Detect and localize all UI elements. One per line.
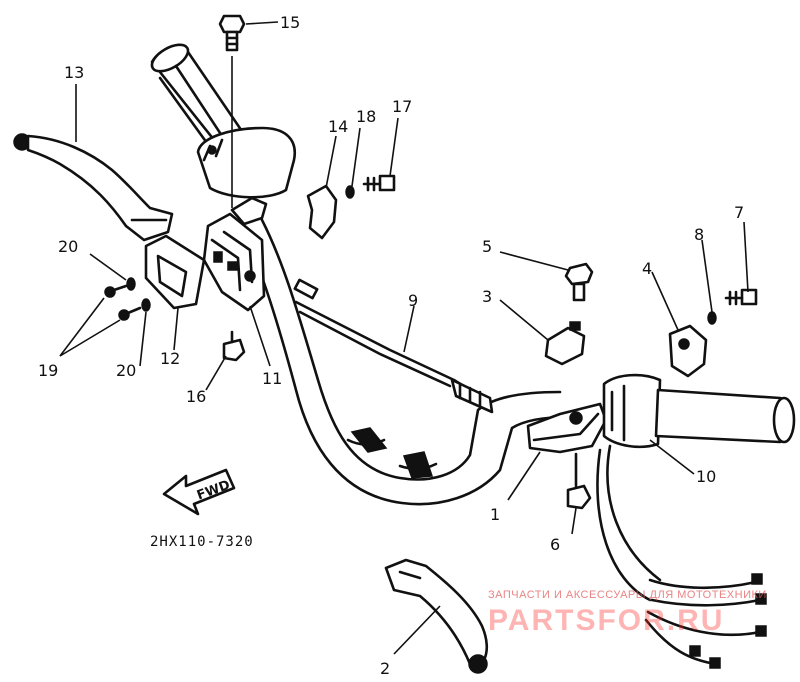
throttle-10: [596, 373, 796, 602]
nut-6: [566, 452, 592, 510]
callout-10: 10: [696, 467, 716, 486]
callout-13: 13: [64, 63, 84, 82]
screw-17: [362, 174, 396, 192]
callout-5: 5: [482, 237, 492, 256]
clutch-lever-13: [13, 133, 174, 242]
screws-19: [104, 284, 142, 321]
callout-8: 8: [694, 225, 704, 244]
watermark-caption: ЗАПЧАСТИ И АКСЕССУАРЫ ДЛЯ МОТОТЕХНИКИ: [488, 589, 767, 601]
callout-7: 7: [734, 203, 744, 222]
bolt-15: [218, 14, 246, 52]
callout-1: 1: [490, 505, 500, 524]
nut-16: [222, 330, 246, 362]
bolt-5: [564, 262, 594, 302]
wire-harness: [644, 573, 767, 669]
callout-4: 4: [642, 259, 652, 278]
callout-16: 16: [186, 387, 206, 406]
callout-2: 2: [380, 659, 390, 678]
callout-20-bottom: 20: [116, 361, 136, 380]
callout-6: 6: [550, 535, 560, 554]
callout-3: 3: [482, 287, 492, 306]
washer-8: [707, 311, 717, 325]
callout-17: 17: [392, 97, 412, 116]
callout-9: 9: [408, 291, 418, 310]
callout-14: 14: [328, 117, 348, 136]
leader-lines: [59, 21, 749, 655]
watermark: ЗАПЧАСТИ И АКСЕССУАРЫ ДЛЯ МОТОТЕХНИКИ PA…: [488, 589, 767, 637]
screw-7: [724, 288, 758, 306]
cover-plate-12: [144, 234, 206, 310]
bracket-1: [526, 402, 608, 454]
switch-3: [544, 321, 586, 366]
drawing-code: 2HX110-7320: [150, 534, 254, 550]
callout-12: 12: [160, 349, 180, 368]
washer-18: [345, 185, 355, 199]
callouts: 1 2 3 4 5 6 7 8 9 10 11 12 13 14 15 16 1…: [38, 13, 744, 678]
cable-9: [293, 278, 494, 414]
brake-lever-2: [384, 558, 489, 674]
clamp-14: [306, 184, 338, 240]
callout-15: 15: [280, 13, 300, 32]
callout-19: 19: [38, 361, 58, 380]
callout-18: 18: [356, 107, 376, 126]
clamp-4: [668, 324, 708, 378]
fwd-arrow-icon: FWD: [162, 468, 236, 516]
callout-20-top: 20: [58, 237, 78, 256]
watermark-brand: PARTSFOR.RU: [488, 604, 724, 637]
left-grip-housing: [150, 43, 297, 226]
callout-11: 11: [262, 369, 282, 388]
lever-holder-11: [202, 212, 266, 312]
washers-20: [126, 277, 151, 312]
handlebar: [238, 218, 570, 506]
